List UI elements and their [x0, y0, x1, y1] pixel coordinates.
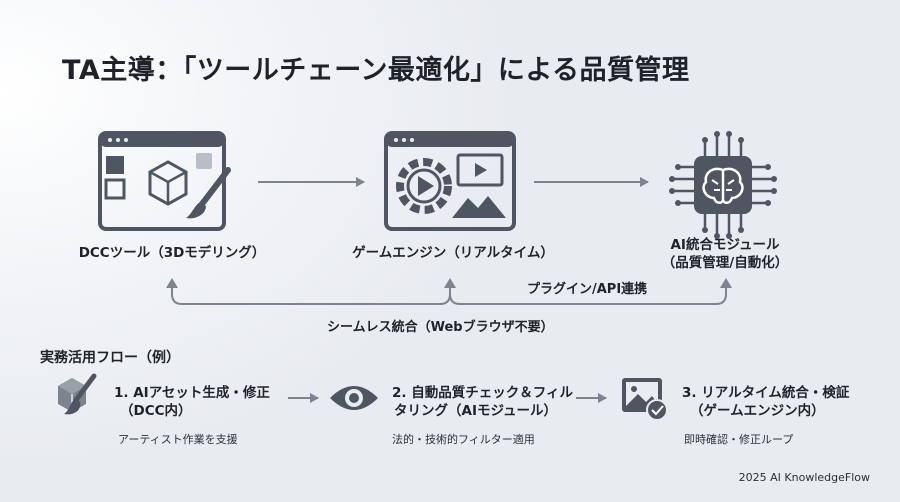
eye-icon	[330, 386, 378, 410]
plugin-connector	[449, 282, 727, 305]
step-1: 1. AIアセット生成・修正 （DCC内）	[114, 384, 270, 420]
asset-edit-icon	[58, 373, 97, 415]
step-1-title-line2: （DCC内）	[120, 403, 192, 419]
section-title: 実務活用フロー（例）	[40, 350, 180, 366]
step-3-title-line1: 3. リアルタイム統合・検証	[682, 385, 850, 401]
step-3-desc: 即時確認・修正ループ	[684, 433, 794, 446]
game-engine-icon	[384, 131, 516, 231]
ai-module-label-line2: （品質管理/自動化）	[661, 255, 789, 271]
step-2-desc: 法的・技術的フィルター適用	[392, 433, 535, 446]
page-title: TA主導：「ツールチェーン最適化」による品質管理	[62, 55, 690, 86]
step-2-title-line1: 2. 自動品質チェック＆フィル	[392, 385, 573, 401]
ai-module-label-line1: AI統合モジュール	[670, 237, 780, 253]
ai-module-icon	[669, 131, 777, 239]
step-2-title-line2: タリング（AIモジュール）	[394, 403, 558, 419]
seamless-integration-label: シームレス統合（Webブラウザ不要）	[327, 320, 554, 335]
step-2: 2. 自動品質チェック＆フィル タリング（AIモジュール）	[392, 384, 573, 420]
seamless-connector	[171, 282, 451, 305]
step-1-desc: アーティスト作業を支援	[118, 433, 238, 446]
dcc-tool-label: DCCツール（3Dモデリング）	[78, 245, 266, 261]
dcc-tool-icon	[98, 131, 231, 231]
step-3: 3. リアルタイム統合・検証 （ゲームエンジン内）	[682, 384, 849, 420]
game-engine-label: ゲームエンジン（リアルタイム）	[352, 245, 554, 261]
footer-credit: 2025 AI KnowledgeFlow	[738, 471, 870, 484]
image-check-icon	[622, 378, 668, 421]
plugin-api-label: プラグイン/API連携	[527, 282, 648, 297]
step-1-title-line1: 1. AIアセット生成・修正	[114, 385, 270, 401]
step-3-title-line2: （ゲームエンジン内）	[690, 403, 825, 419]
